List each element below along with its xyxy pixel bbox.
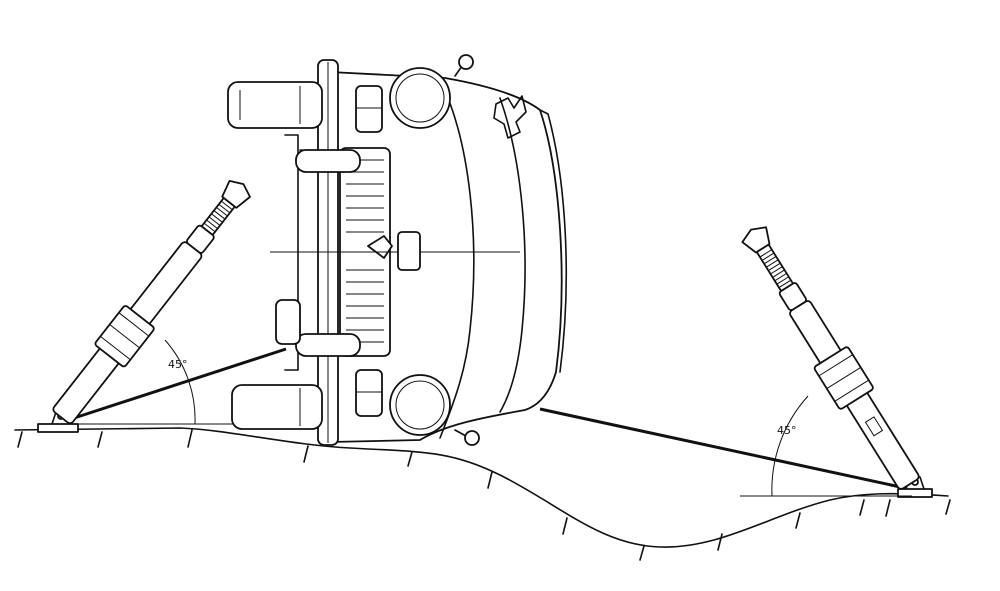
ground bbox=[14, 427, 951, 561]
upper-headlight bbox=[389, 67, 451, 129]
right-strut-spring bbox=[755, 243, 794, 292]
right-angle-label: 45° bbox=[777, 424, 797, 437]
right-angle-reference: 45° bbox=[740, 395, 912, 497]
lower-bumper-end bbox=[231, 384, 323, 430]
left-angle-label: 45° bbox=[168, 358, 188, 371]
lower-headlight bbox=[389, 374, 451, 436]
right-strap bbox=[539, 407, 906, 490]
upper-mirror bbox=[458, 54, 474, 70]
left-strap bbox=[67, 347, 287, 422]
left-angle-reference: 45° bbox=[70, 339, 250, 425]
right-strut bbox=[741, 226, 920, 490]
left-strut bbox=[52, 179, 251, 425]
lower-signal-light bbox=[355, 369, 383, 417]
upper-signal-light bbox=[355, 85, 383, 133]
ground-hatch bbox=[17, 429, 951, 561]
vehicle bbox=[227, 54, 568, 446]
upper-bumper-end bbox=[227, 81, 323, 129]
left-strut-spring bbox=[200, 197, 236, 236]
lower-mirror bbox=[464, 430, 480, 446]
